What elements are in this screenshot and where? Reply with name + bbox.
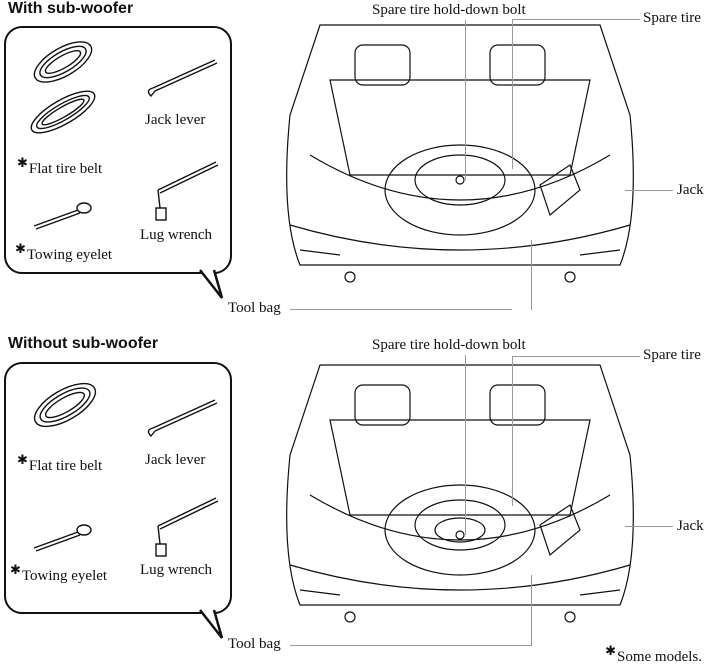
jack-lever-icon [147,399,218,438]
tool-label-towing-eyelet: ✱Towing eyelet [15,241,113,263]
leader-line [531,575,532,646]
leader-line [625,526,673,527]
callout-tool-bag: Tool bag [228,636,281,652]
flat-tire-belt-icon [30,41,96,134]
leader-line [290,309,512,310]
tool-label-lug-wrench: Lug wrench [140,562,213,578]
tool-label-flat-tire-belt: ✱Flat tire belt [17,155,103,177]
leader-line [465,20,466,180]
leader-line [625,190,673,191]
footnote: ✱Some models. [605,643,702,665]
leader-line [290,645,531,646]
jack-lever-icon [147,59,218,98]
bubble-tail [199,269,224,299]
towing-eyelet-icon [33,524,92,552]
leader-line [512,19,513,169]
callout-jack: Jack [677,182,704,198]
tool-label-towing-eyelet: ✱Towing eyelet [10,562,108,584]
tool-label-jack-lever: Jack lever [145,112,206,128]
leader-line [512,356,513,506]
callout-hold-down-bolt: Spare tire hold-down bolt [372,2,526,18]
vehicle-rear-cargo-illustration [286,364,634,623]
callout-jack: Jack [677,518,704,534]
flat-tire-belt-icon [33,382,97,428]
callout-tool-bag: Tool bag [228,300,281,316]
section-heading: Without sub-woofer [8,335,159,352]
leader-line [465,355,466,535]
callout-spare-tire: Spare tire [643,10,701,26]
leader-line [531,240,532,310]
towing-eyelet-icon [33,202,92,230]
callout-spare-tire: Spare tire [643,347,701,363]
tool-label-jack-lever: Jack lever [145,452,206,468]
tool-label-lug-wrench: Lug wrench [140,227,213,243]
section-heading: With sub-woofer [8,0,134,17]
vehicle-rear-cargo-illustration [286,24,634,283]
leader-line [512,356,640,357]
lug-wrench-icon [155,497,219,557]
callout-hold-down-bolt: Spare tire hold-down bolt [372,337,526,353]
lug-wrench-icon [155,161,219,221]
bubble-tail [199,609,224,639]
leader-line [512,19,640,20]
tool-label-flat-tire-belt: ✱Flat tire belt [17,452,103,474]
